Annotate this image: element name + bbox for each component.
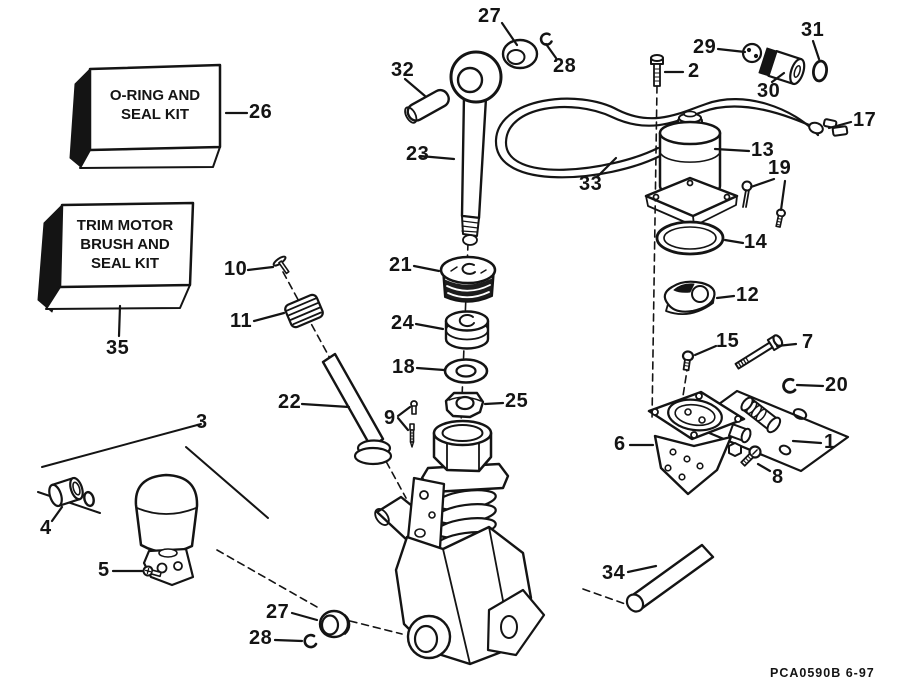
callout-7: 7 bbox=[802, 331, 814, 353]
reservoir-screw bbox=[650, 54, 664, 87]
drawing-part-code: PCA0590B 6-97 bbox=[770, 666, 875, 680]
callout-30: 30 bbox=[757, 80, 781, 102]
wire-harness bbox=[494, 97, 849, 179]
callout-4: 4 bbox=[40, 517, 52, 539]
pump-bracket bbox=[647, 390, 752, 496]
commutator-end-parts bbox=[741, 42, 828, 86]
callout-17: 17 bbox=[853, 109, 877, 131]
lower-pivot-rod bbox=[625, 543, 715, 613]
callout-32: 32 bbox=[391, 59, 415, 81]
callout-8: 8 bbox=[772, 466, 784, 488]
callout-20: 20 bbox=[825, 374, 849, 396]
callout-35: 35 bbox=[106, 337, 130, 359]
callout-13: 13 bbox=[751, 139, 775, 161]
callout-5: 5 bbox=[98, 559, 110, 581]
callout-12: 12 bbox=[736, 284, 760, 306]
main-housing bbox=[374, 419, 546, 666]
hex-nut bbox=[444, 391, 485, 419]
pump-fasteners bbox=[681, 334, 797, 467]
trim-rod-parts bbox=[272, 255, 418, 466]
wire-connectors bbox=[808, 118, 849, 137]
bushing-and-o-ring bbox=[48, 476, 95, 508]
kit-box-trim-motor bbox=[37, 201, 195, 313]
lower-bushing-and-ring bbox=[303, 609, 351, 649]
callout-11: 11 bbox=[230, 310, 253, 332]
callout-14: 14 bbox=[744, 231, 768, 253]
callout-33: 33 bbox=[579, 173, 603, 195]
callout-22: 22 bbox=[278, 391, 302, 413]
callout-26: 26 bbox=[249, 101, 273, 123]
reservoir-mount-screw bbox=[142, 565, 162, 578]
callout-18: 18 bbox=[392, 356, 416, 378]
callout-19: 19 bbox=[768, 157, 792, 179]
callout-10: 10 bbox=[224, 258, 248, 280]
callout-23: 23 bbox=[406, 143, 430, 165]
callout-27-upper: 27 bbox=[478, 5, 502, 27]
piston-rod bbox=[449, 50, 503, 246]
trim-cap bbox=[439, 255, 497, 303]
kit-box-oring bbox=[69, 63, 222, 169]
callout-31: 31 bbox=[801, 19, 825, 41]
kit-box-oring-label: O-RING AND SEAL KIT bbox=[109, 87, 201, 123]
callout-28-upper: 28 bbox=[553, 55, 577, 77]
piston-spool bbox=[444, 310, 490, 350]
trim-motor bbox=[644, 110, 739, 227]
kit-box-trim-motor-label: TRIM MOTOR BRUSH AND SEAL KIT bbox=[76, 217, 174, 272]
motor-screws bbox=[741, 180, 786, 228]
callout-9: 9 bbox=[384, 407, 396, 429]
callout-28-lower: 28 bbox=[249, 627, 273, 649]
callout-25: 25 bbox=[505, 390, 529, 412]
callout-34: 34 bbox=[602, 562, 626, 584]
callout-1: 1 bbox=[824, 431, 836, 453]
upper-bushing-and-ring bbox=[501, 32, 553, 70]
callout-leader-lines bbox=[50, 21, 853, 643]
flat-washer bbox=[443, 358, 489, 384]
pump-coupler bbox=[663, 280, 716, 315]
callout-15: 15 bbox=[716, 330, 740, 352]
callout-27-lower: 27 bbox=[266, 601, 290, 623]
pivot-pin bbox=[404, 88, 450, 124]
callout-24: 24 bbox=[391, 312, 415, 334]
callout-29: 29 bbox=[693, 36, 717, 58]
callout-2: 2 bbox=[688, 60, 700, 82]
callout-21: 21 bbox=[389, 254, 413, 276]
callout-6: 6 bbox=[614, 433, 626, 455]
motor-o-ring bbox=[655, 220, 725, 256]
callout-3: 3 bbox=[196, 411, 208, 433]
